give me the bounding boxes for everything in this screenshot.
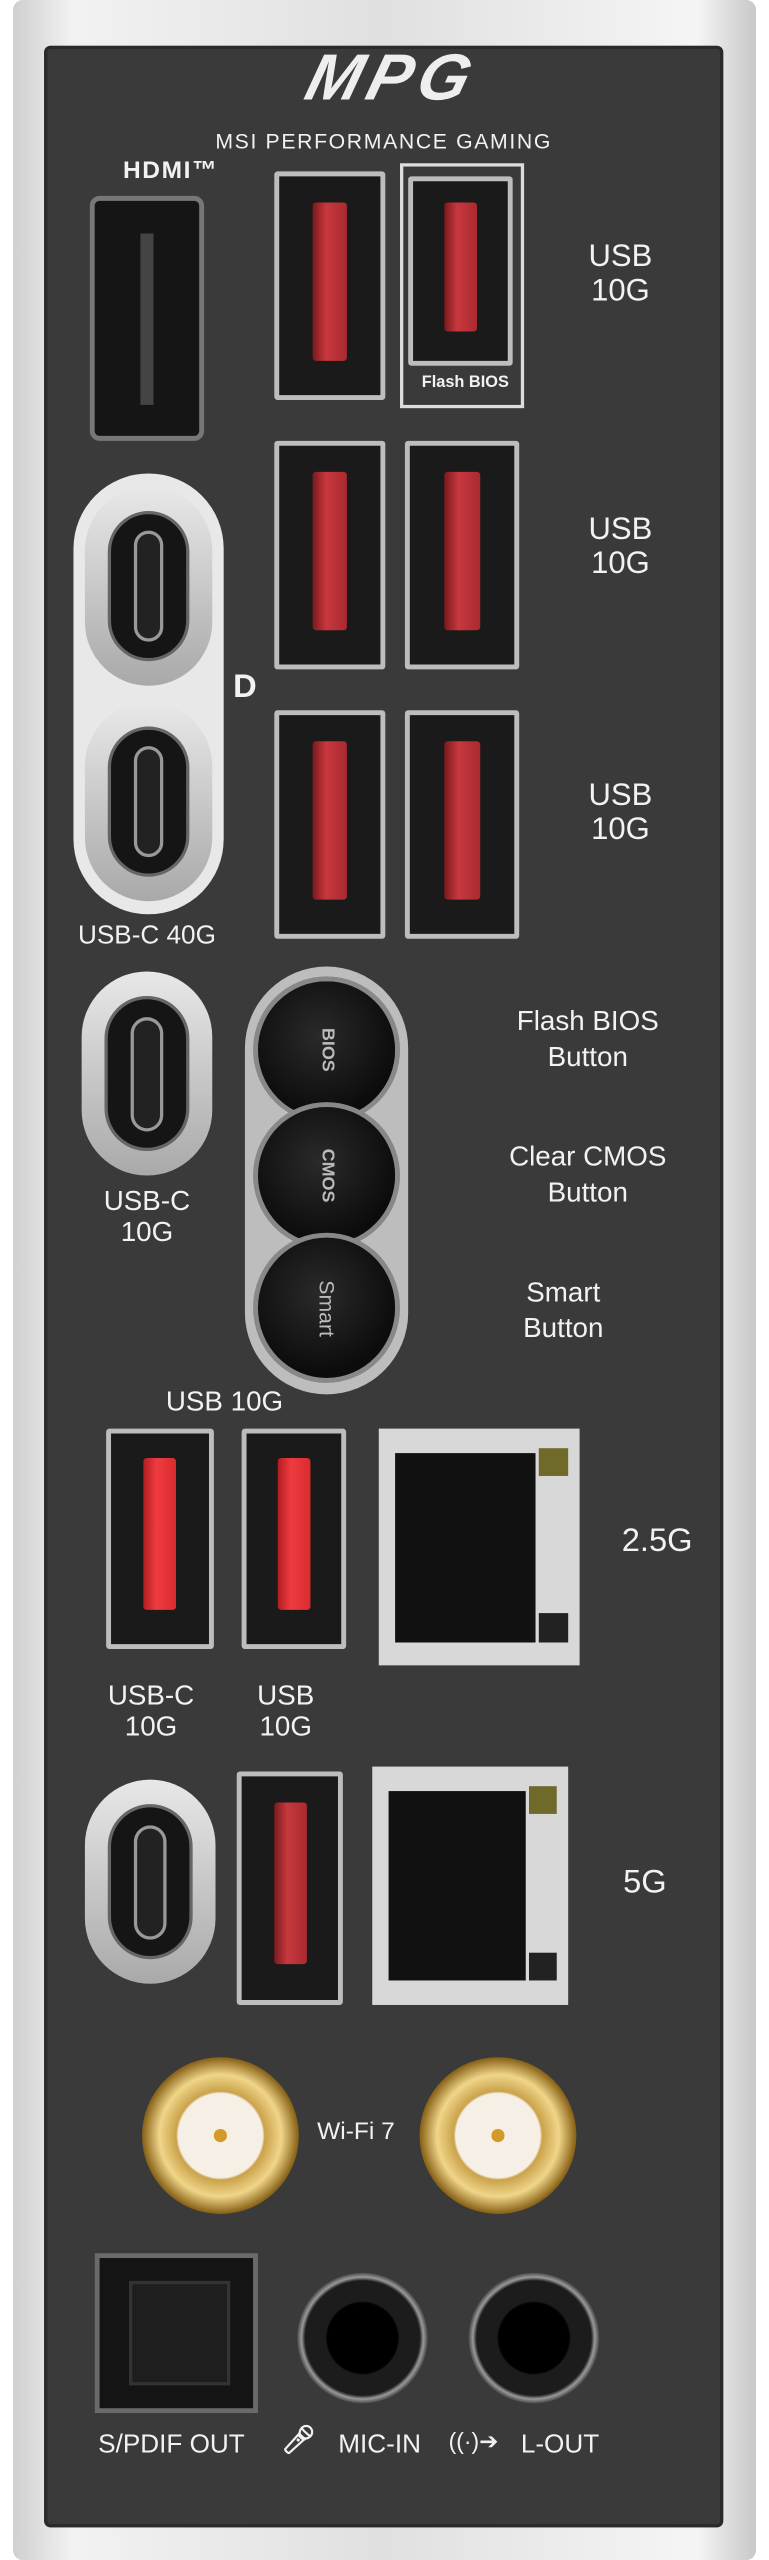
tagline: MSI PERFORMANCE GAMING	[215, 128, 553, 154]
wifi-antenna-connector[interactable]	[419, 2057, 577, 2214]
flash-bios-port-label: Flash BIOS	[421, 373, 509, 392]
spdif-out-label: S/PDIF OUT	[98, 2431, 245, 2459]
lan-2-5g-port[interactable]	[378, 1428, 580, 1666]
lan-5g-label: 5G	[623, 1864, 667, 1901]
usb-a-port-flash-bios[interactable]	[408, 176, 513, 366]
spdif-out-port[interactable]	[94, 2253, 258, 2414]
clear-cmos-button[interactable]: CMOS	[253, 1102, 401, 1250]
lan-5g-port[interactable]	[372, 1766, 569, 2005]
flash-bios-button-label: Flash BIOS Button	[441, 1004, 735, 1076]
mpg-logo: MPG	[298, 42, 486, 115]
smart-button[interactable]: Smart	[253, 1232, 401, 1383]
lan-2-5g-label: 2.5G	[621, 1523, 693, 1560]
usbc-40g-label: USB-C 40G	[77, 922, 216, 951]
usb-label-line2: 10G	[591, 546, 650, 582]
usb-label-line1: USB	[588, 240, 653, 275]
mic-in-label: MIC-IN	[338, 2431, 421, 2459]
label-line1: Flash BIOS	[516, 1005, 659, 1037]
label-line2: 10G	[120, 1215, 174, 1247]
usb-c-40g-port[interactable]	[84, 486, 213, 686]
label-line1: Smart	[526, 1276, 601, 1308]
cmos-icon: CMOS	[316, 1148, 337, 1203]
usb-a-port[interactable]	[404, 710, 520, 939]
usb-pair-label: USB 10G	[165, 1386, 284, 1418]
usb-a-port[interactable]	[274, 710, 386, 939]
usb-label-line2: 10G	[591, 812, 650, 848]
hdmi-port[interactable]	[89, 195, 205, 441]
usb-c-10g-port[interactable]	[81, 971, 213, 1176]
usb-a-port[interactable]	[274, 171, 386, 401]
label-line1: USB-C	[107, 1680, 195, 1712]
mic-in-jack[interactable]	[297, 2272, 428, 2404]
line-out-icon: ((·)➔	[448, 2427, 499, 2454]
l-out-label: L-OUT	[520, 2431, 600, 2459]
usb-a-port[interactable]	[106, 1428, 214, 1650]
usb-label-line2: 10G	[591, 274, 650, 309]
usb-label-line1: USB	[588, 778, 653, 814]
usb-a-port[interactable]	[241, 1428, 347, 1650]
usb-label-line1: USB	[588, 512, 653, 547]
usb-a-port[interactable]	[274, 440, 386, 670]
usb-a-port[interactable]	[404, 440, 520, 670]
label-line2: Button	[547, 1177, 628, 1209]
smart-icon: Smart	[314, 1279, 339, 1337]
flash-bios-port-box	[400, 163, 525, 409]
usb-c-10g-port[interactable]	[84, 1779, 216, 1984]
wifi-label: Wi-Fi 7	[317, 2117, 395, 2146]
label-line2: 10G	[259, 1710, 312, 1742]
displayport-icon: D	[233, 669, 257, 706]
usb-a-port[interactable]	[236, 1771, 343, 2005]
bios-icon: BIOS	[316, 1027, 337, 1072]
hdmi-contacts	[140, 233, 154, 405]
label-line2: Button	[523, 1312, 604, 1344]
label-line1: Clear CMOS	[509, 1141, 667, 1173]
hdmi-label: HDMI™	[122, 156, 219, 185]
clear-cmos-button-label: Clear CMOS Button	[441, 1140, 735, 1212]
label-line2: 10G	[124, 1710, 178, 1742]
label-line2: Button	[547, 1041, 628, 1073]
label-line1: USB	[257, 1680, 315, 1712]
microphone-icon: 🎤︎	[281, 2424, 317, 2456]
label-line1: USB-C	[103, 1185, 191, 1217]
flash-bios-button[interactable]: BIOS	[253, 976, 401, 1124]
spdif-shutter	[128, 2280, 231, 2386]
line-out-jack[interactable]	[468, 2272, 600, 2404]
usb-c-40g-port[interactable]	[84, 702, 213, 902]
wifi-antenna-connector[interactable]	[142, 2057, 299, 2214]
